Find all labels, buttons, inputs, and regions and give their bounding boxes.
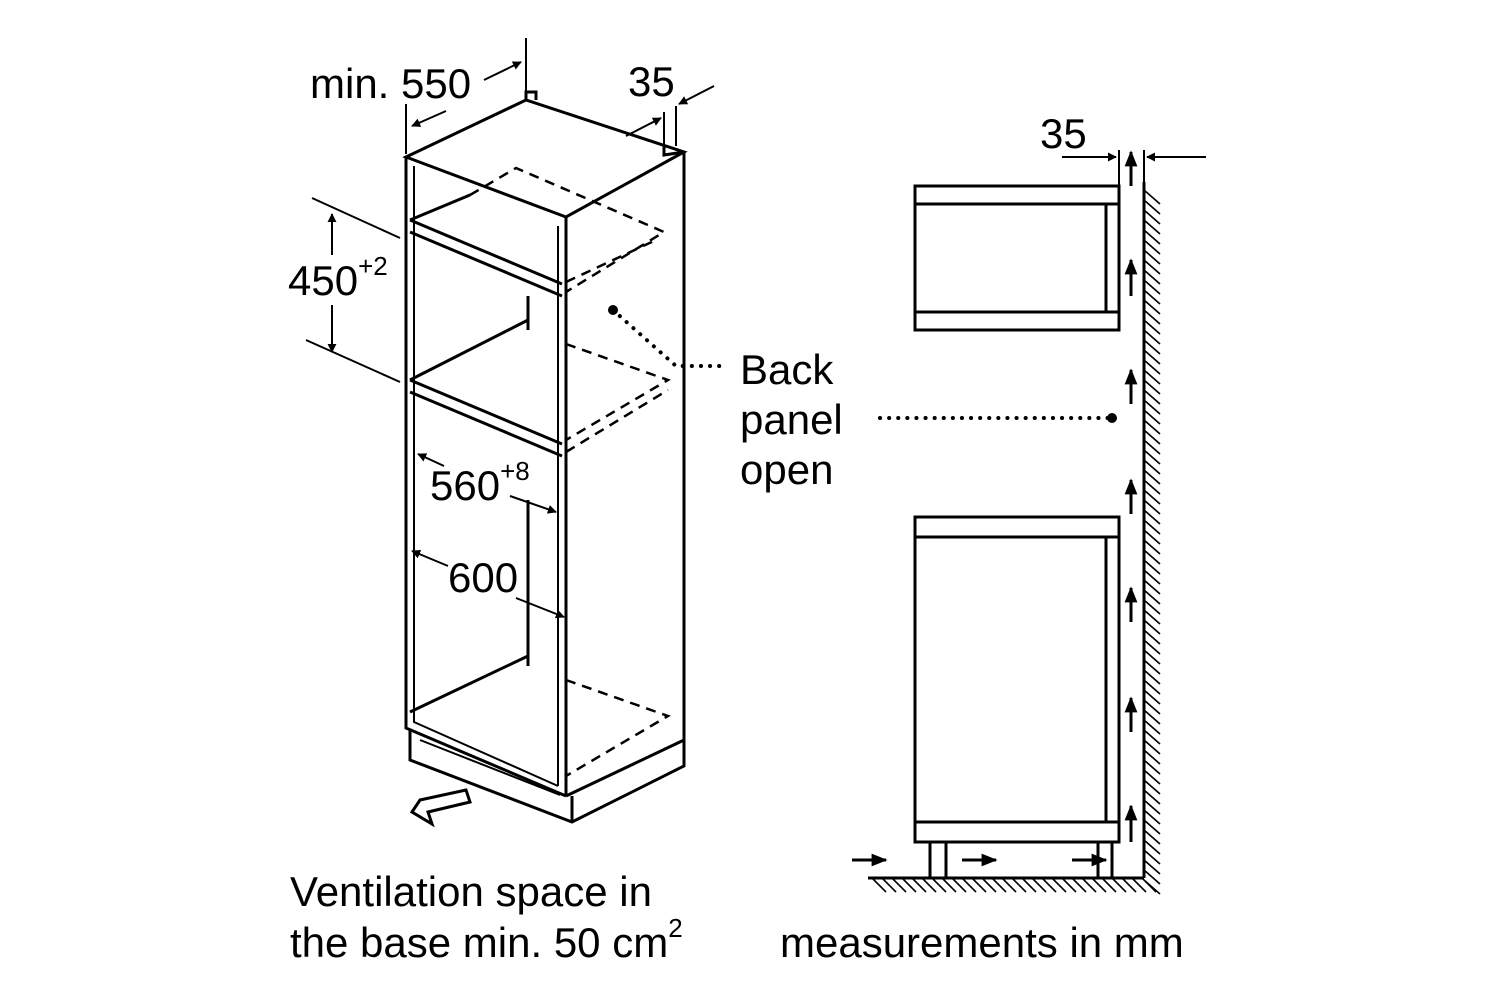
dim-min-550-label: min. 550 bbox=[310, 60, 471, 107]
ventilation-text-line2: the base min. 50 cm2 bbox=[290, 913, 683, 966]
back-panel-label-line3: open bbox=[740, 446, 833, 493]
dim-35-right-label: 35 bbox=[1040, 110, 1087, 157]
dim-560-label: 560+8 bbox=[430, 456, 530, 509]
side-section-view bbox=[852, 150, 1206, 895]
dim-450-label: 450+2 bbox=[288, 251, 388, 304]
ventilation-text-line1: Ventilation space in bbox=[290, 868, 652, 915]
back-panel-label-line1: Back bbox=[740, 346, 834, 393]
wall-hatching bbox=[871, 189, 1161, 895]
units-note: measurements in mm bbox=[780, 919, 1184, 966]
back-panel-leaders bbox=[608, 305, 1117, 423]
cabinet-isometric-view bbox=[402, 90, 688, 824]
back-panel-label-line2: panel bbox=[740, 396, 843, 443]
left-dimensions bbox=[305, 38, 715, 828]
dim-600-label: 600 bbox=[448, 554, 518, 601]
dim-35-top-label: 35 bbox=[628, 58, 675, 105]
